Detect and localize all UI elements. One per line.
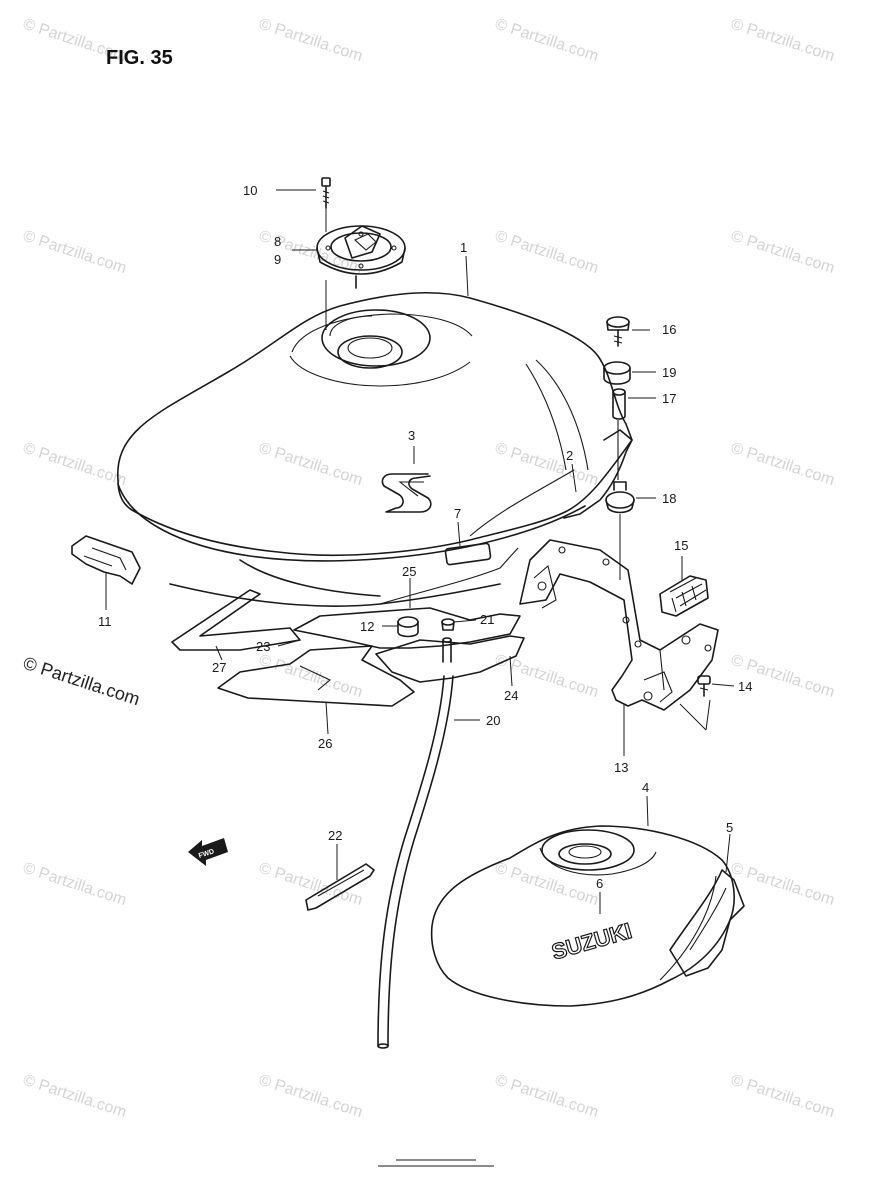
- callout-label: 17: [662, 391, 676, 406]
- callout-label: 21: [480, 612, 494, 627]
- watermark-prominent: © Partzilla.com: [21, 653, 143, 710]
- watermark: © Partzilla.com: [729, 1072, 837, 1121]
- watermark: © Partzilla.com: [257, 860, 365, 909]
- grommet-part-11: [71, 535, 141, 585]
- callout-label: 27: [212, 660, 226, 675]
- callout-label: 19: [662, 365, 676, 380]
- watermark: © Partzilla.com: [257, 16, 365, 65]
- watermark: © Partzilla.com: [729, 228, 837, 277]
- callout-label: 2: [566, 448, 573, 463]
- callout-label: 14: [738, 679, 752, 694]
- callout-label: 10: [243, 183, 257, 198]
- callout-label: 9: [274, 252, 281, 267]
- bracket-part-13: [519, 539, 719, 711]
- fuel-tank-part-4: [430, 825, 735, 1007]
- watermark: © Partzilla.com: [729, 440, 837, 489]
- decal-part-7: [444, 542, 492, 566]
- callout-label: 7: [454, 506, 461, 521]
- forward-arrow-icon: FWD: [188, 838, 228, 866]
- callout-labels: 1 2 3 4 5 6 7 8 9 10 11 12 13 14 15 16 1…: [98, 183, 752, 891]
- footer-marks: [378, 1159, 494, 1167]
- bolt-part-14: [697, 675, 711, 697]
- callout-label: 16: [662, 322, 676, 337]
- side-panel-part-2: [563, 429, 633, 519]
- collar-part-17: [612, 388, 626, 420]
- cushion-part-23: [293, 607, 521, 649]
- cushion-part-24: [375, 635, 525, 683]
- cushion-part-12: [397, 616, 419, 638]
- watermark: © Partzilla.com: [493, 1072, 601, 1121]
- cushion-part-18: [605, 481, 635, 514]
- callout-label: 1: [460, 240, 467, 255]
- callout-label: 22: [328, 828, 342, 843]
- rubber-part-15: [659, 575, 709, 617]
- cushion-part-19: [603, 361, 631, 385]
- callout-label: 11: [98, 614, 112, 629]
- watermark: © Partzilla.com: [257, 440, 365, 489]
- suzuki-logo-part-6: SUZUKI: [549, 918, 635, 965]
- callout-label: 4: [642, 780, 649, 795]
- callout-label: 3: [408, 428, 415, 443]
- callout-label: 23: [256, 639, 270, 654]
- bolt-part-10: [321, 177, 331, 209]
- nut-part-21: [441, 618, 455, 631]
- watermark: © Partzilla.com: [257, 652, 365, 701]
- callout-label: 12: [360, 619, 374, 634]
- callout-label: 13: [614, 760, 628, 775]
- watermark: © Partzilla.com: [21, 228, 129, 277]
- callout-label: 24: [504, 688, 518, 703]
- insulator-part-27: [171, 589, 301, 651]
- watermark: © Partzilla.com: [493, 228, 601, 277]
- bolt-part-16: [606, 316, 630, 347]
- watermark: © Partzilla.com: [257, 1072, 365, 1121]
- callout-label: 8: [274, 234, 281, 249]
- fuel-cap-part-8-9: [316, 225, 406, 289]
- callout-label: 5: [726, 820, 733, 835]
- watermark: © Partzilla.com: [493, 440, 601, 489]
- watermark: © Partzilla.com: [21, 1072, 129, 1121]
- watermark: © Partzilla.com: [21, 440, 129, 489]
- callout-label: 26: [318, 736, 332, 751]
- fuel-tank-part-1: [117, 291, 633, 607]
- watermark: © Partzilla.com: [729, 860, 837, 909]
- callout-label: 6: [596, 876, 603, 891]
- watermark: © Partzilla.com: [493, 16, 601, 65]
- callout-label: 20: [486, 713, 500, 728]
- watermark: © Partzilla.com: [729, 16, 837, 65]
- callout-label: 15: [674, 538, 688, 553]
- watermark: © Partzilla.com: [21, 860, 129, 909]
- callout-label: 25: [402, 564, 416, 579]
- tie-strap-part-22: [305, 863, 375, 911]
- watermark-layer: © Partzilla.com © Partzilla.com © Partzi…: [21, 16, 837, 1121]
- callout-leaders: [105, 189, 735, 914]
- emblem-part-3: [381, 473, 432, 513]
- figure-title: FIG. 35: [106, 47, 173, 69]
- forward-arrow-label: FWD: [198, 848, 215, 860]
- callout-label: 18: [662, 491, 676, 506]
- side-cover-part-5: [669, 869, 745, 977]
- watermark: © Partzilla.com: [493, 860, 601, 909]
- insulator-part-26: [217, 645, 415, 707]
- hose-part-20: [377, 675, 454, 1049]
